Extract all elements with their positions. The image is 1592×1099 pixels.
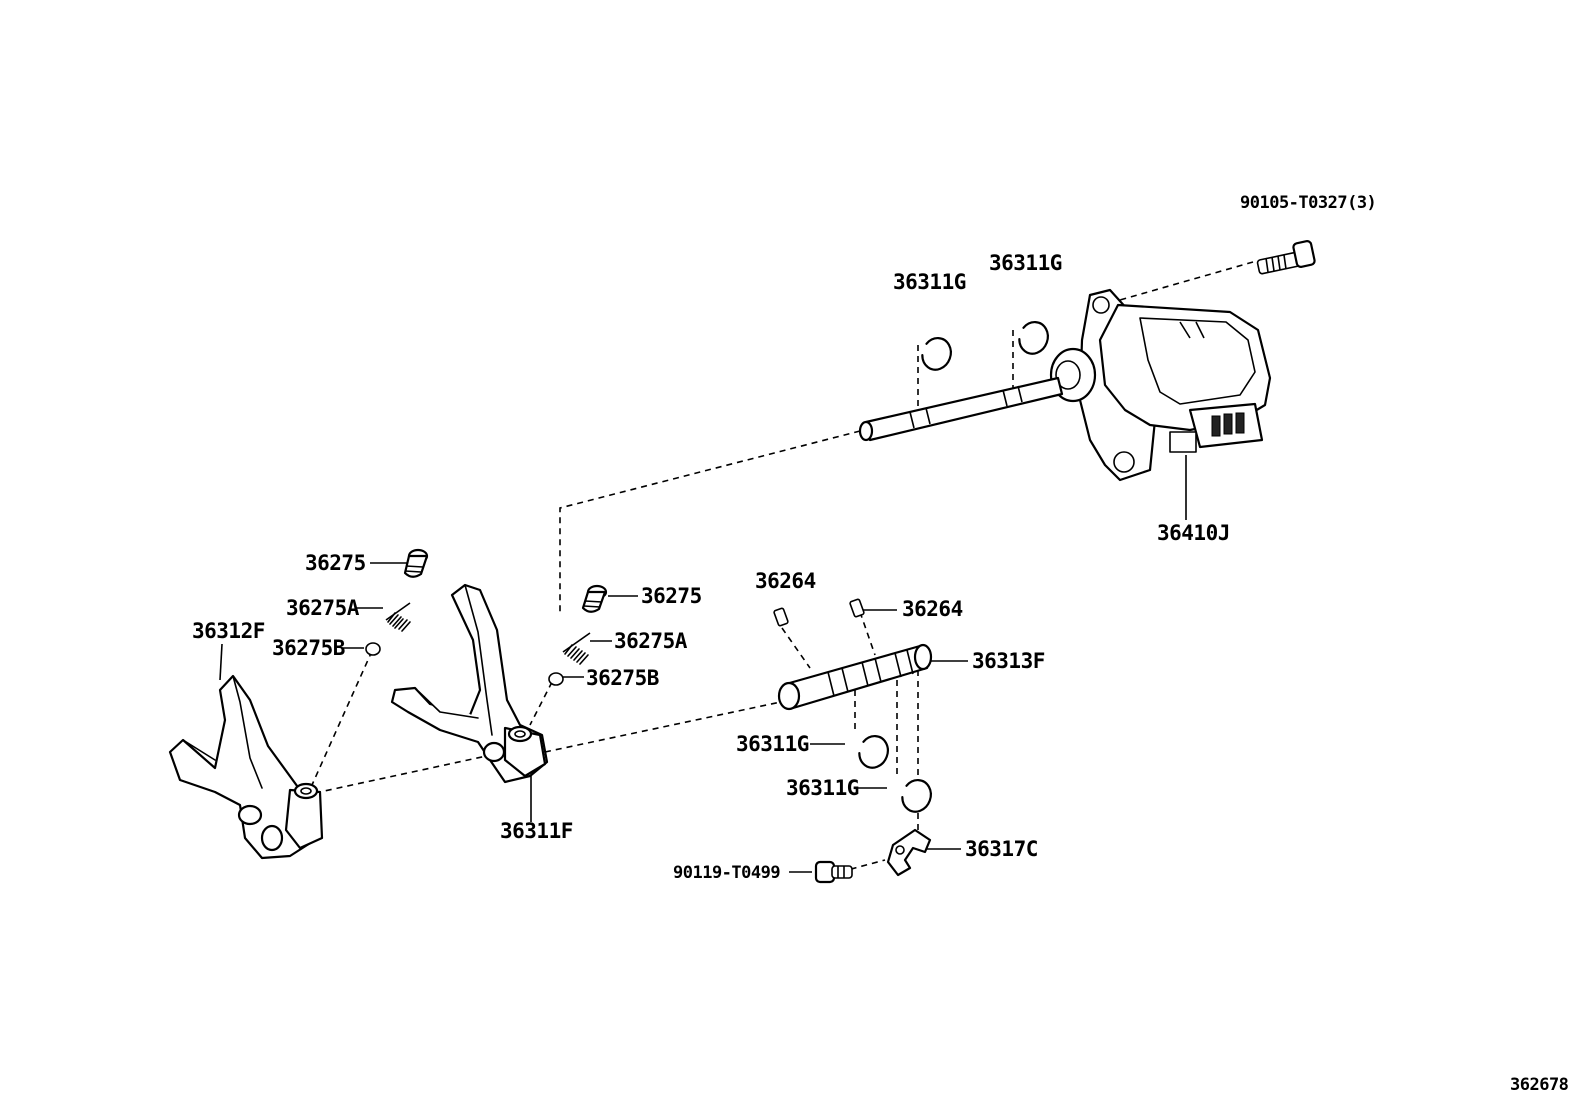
detent-ball-36275b-icon [548,672,564,686]
figure-number: 362678 [1510,1075,1569,1095]
label-36311g: 36311G [893,270,966,294]
detent-plug-36275-icon [403,548,429,578]
label-36264: 36264 [755,569,816,593]
label-36275: 36275 [641,584,702,608]
label-36311g: 36311G [786,776,859,800]
shift-fork-36311f-icon [390,583,549,784]
e-clip-36311g-icon [858,735,889,769]
pin-36264-icon [849,598,865,618]
shift-shaft-36313f-icon [777,643,933,711]
label-36275a: 36275A [286,596,360,620]
label-36410j: 36410J [1157,521,1230,545]
shift-actuator-36410j-icon [1049,288,1272,482]
lever-36317c-icon [886,828,932,877]
label-36275b: 36275B [586,666,659,690]
detent-spring-36275a-icon [562,632,591,665]
label-36311g: 36311G [736,732,809,756]
label-36311g: 36311G [989,251,1062,275]
shift-fork-36312f-icon [168,674,324,860]
detent-ball-36275b-icon [365,642,381,656]
label-36311f: 36311F [500,819,573,843]
label-90119-t0499: 90119-T0499 [673,863,780,883]
label-36275b: 36275B [272,636,345,660]
label-36312f: 36312F [192,619,265,643]
e-clip-36311g-icon [901,779,932,813]
label-36275a: 36275A [614,629,688,653]
detent-spring-36275a-icon [385,602,411,632]
label-36264: 36264 [902,597,963,621]
label-36317c: 36317C [965,837,1038,861]
e-clip-36311g-icon [1018,321,1049,355]
label-90105-t0327: 90105-T0327(3) [1240,193,1376,213]
label-36313f: 36313F [972,649,1045,673]
bolt-90105-icon [1256,240,1316,275]
bolt-90119-icon [814,860,853,884]
label-36275: 36275 [305,551,366,575]
select-shaft-icon [858,376,1064,442]
detent-plug-36275-icon [581,584,608,613]
leader-lines [219,455,1187,873]
part-labels: 90105-T0327(3) 36311G 36311G 36410J 3627… [192,193,1569,1095]
e-clip-36311g-icon [921,337,952,371]
pin-36264-icon [773,607,789,627]
